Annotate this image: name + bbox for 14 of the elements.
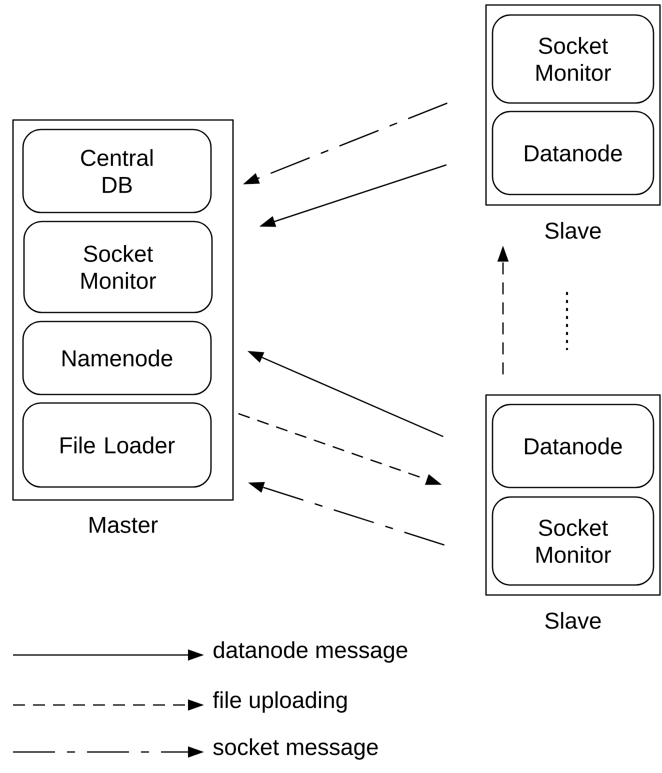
node-label: Slave <box>545 612 601 629</box>
legend-text: socket message <box>213 738 378 760</box>
component-box: Socket Monitor <box>492 14 654 104</box>
component-box: Central DB <box>22 128 212 214</box>
legend-text: file uploading <box>212 691 347 713</box>
component-box: Socket Monitor <box>492 496 654 586</box>
legend-text: datanode message <box>214 641 408 663</box>
node-label: Slave <box>545 222 601 239</box>
component-box: File Loader <box>22 402 212 488</box>
component-box: Datanode <box>492 110 654 196</box>
component-box: Namenode <box>22 320 212 396</box>
component-box: Datanode <box>492 404 654 488</box>
node-label: Master <box>90 516 158 534</box>
component-box: Socket Monitor <box>23 220 213 314</box>
